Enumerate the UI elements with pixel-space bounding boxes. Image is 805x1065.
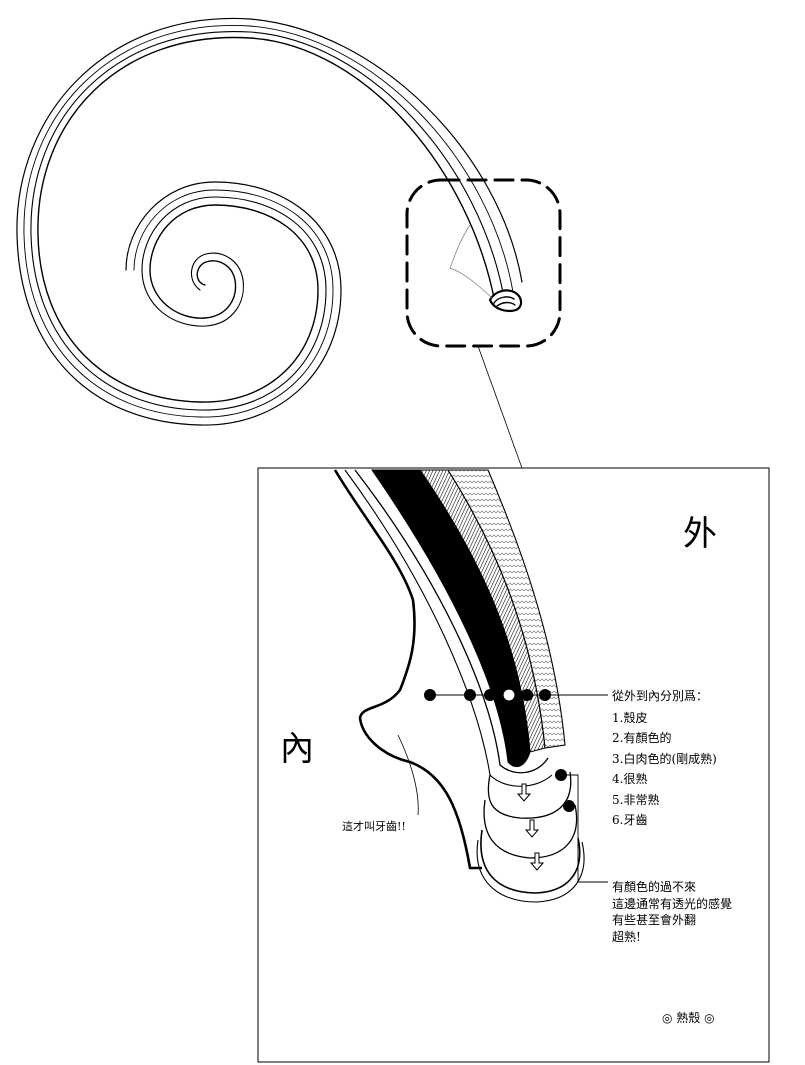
marker-dot	[502, 688, 516, 702]
marker-dot	[563, 800, 575, 812]
inner-label: 內	[280, 729, 314, 769]
list-item: 2.有顏色的	[612, 730, 671, 745]
white-flesh-layer	[371, 469, 531, 768]
tooth-note: 這才叫牙齒!!	[342, 819, 406, 833]
spiral-seed	[16, 17, 562, 469]
marker-dot	[464, 689, 476, 701]
note-line: 這邊通常有透光的感覺	[612, 896, 732, 911]
zoom-frame	[405, 178, 562, 348]
note-line: 超熟!	[612, 929, 641, 944]
layer-markers	[424, 688, 608, 883]
list-item: 3.白肉色的(剛成熟)	[612, 751, 717, 766]
footer-caption: ◎ 熟殼 ◎	[662, 1010, 715, 1025]
inner-membrane	[333, 469, 482, 870]
arrow-down-icon	[516, 783, 532, 802]
very-ripe-layer	[487, 771, 572, 819]
extra-ripe-layer	[483, 799, 578, 859]
zoom-connector	[477, 345, 523, 469]
list-item: 5.非常熟	[612, 792, 659, 807]
marker-dot	[539, 689, 551, 701]
note-line: 有顏色的過不來	[612, 879, 696, 894]
outer-label: 外	[683, 514, 717, 554]
marker-dot	[424, 689, 436, 701]
marker-dot	[484, 689, 496, 701]
arrow-down-icon	[529, 852, 545, 871]
list-item: 4.很熟	[612, 771, 647, 786]
marker-dot	[521, 689, 533, 701]
arrow-down-icon	[524, 819, 540, 838]
list-title: 從外到內分別爲：	[612, 689, 708, 703]
list-item: 6.牙齒	[612, 813, 647, 827]
note-line: 有些甚至會外翻	[612, 913, 696, 927]
list-item: 1.殼皮	[612, 711, 647, 725]
